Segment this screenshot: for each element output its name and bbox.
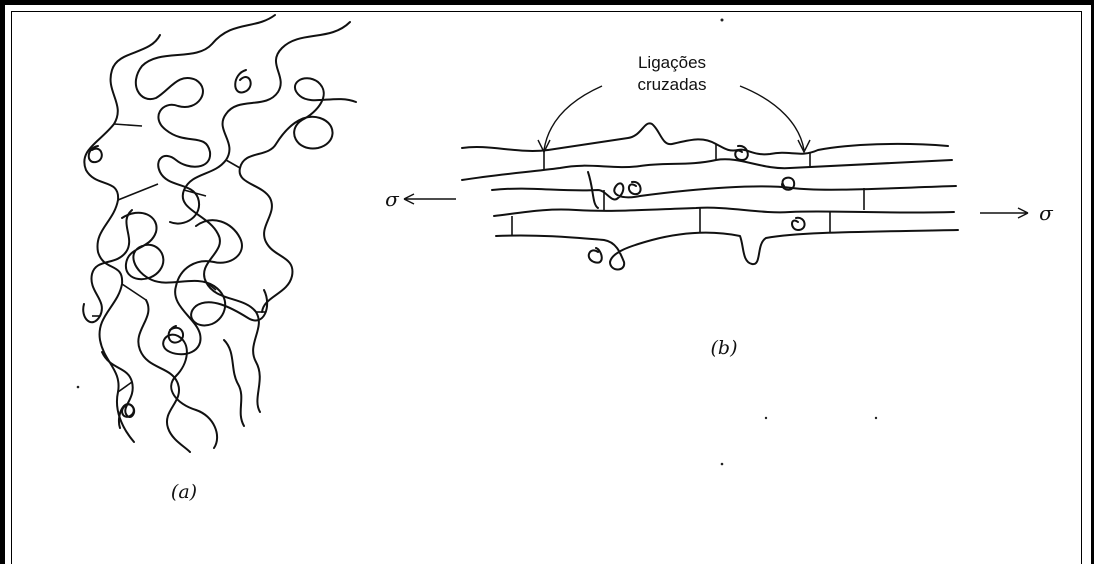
polymer-chain xyxy=(138,300,190,452)
polymer-chain xyxy=(183,22,350,412)
polymer-chain xyxy=(496,230,958,270)
crosslink-caption-line1: Ligações xyxy=(638,53,706,72)
polymer-chain xyxy=(494,208,954,216)
crosslink xyxy=(184,190,206,196)
scan-speck xyxy=(875,417,877,419)
chain-loop xyxy=(792,218,805,230)
scan-speck xyxy=(765,417,767,419)
chain-loop xyxy=(629,182,641,194)
panel-a-network xyxy=(83,15,356,452)
polymer-chain xyxy=(84,35,160,442)
polymer-chain xyxy=(462,159,952,180)
scan-speck xyxy=(721,19,724,22)
annotation-arrow-right xyxy=(740,86,804,150)
polymer-chain xyxy=(83,210,132,322)
scan-speck xyxy=(721,463,724,466)
scan-speck xyxy=(77,386,80,389)
stress-symbol-right: σ xyxy=(1039,201,1054,225)
polymer-chain xyxy=(224,340,244,426)
stress-symbol-left: σ xyxy=(385,187,400,211)
chain-loop xyxy=(735,146,748,160)
polymer-chain xyxy=(492,183,956,199)
polymer-chain xyxy=(240,78,356,312)
annotation-arrow-left xyxy=(544,86,602,150)
polymer-chain xyxy=(136,15,275,224)
panel-a-label: (a) xyxy=(171,481,197,503)
chain-loop xyxy=(235,70,250,92)
stress-arrow-right xyxy=(980,208,1028,218)
polymer-chain xyxy=(462,123,948,154)
panel-b-network xyxy=(462,123,958,269)
stress-arrow-left xyxy=(404,194,456,204)
annotation-arrow-right-head xyxy=(798,140,810,152)
crosslink xyxy=(118,184,158,200)
crosslink xyxy=(226,160,240,168)
crosslink xyxy=(114,124,142,126)
crosslink xyxy=(118,382,132,392)
crosslink xyxy=(122,284,146,300)
chain-loop xyxy=(122,404,134,417)
panel-b-label: (b) xyxy=(711,337,738,359)
polymer-chain xyxy=(163,220,242,448)
polymer-chain xyxy=(122,213,267,326)
crosslink-caption-line2: cruzadas xyxy=(638,75,707,94)
chain-loop xyxy=(589,248,602,263)
